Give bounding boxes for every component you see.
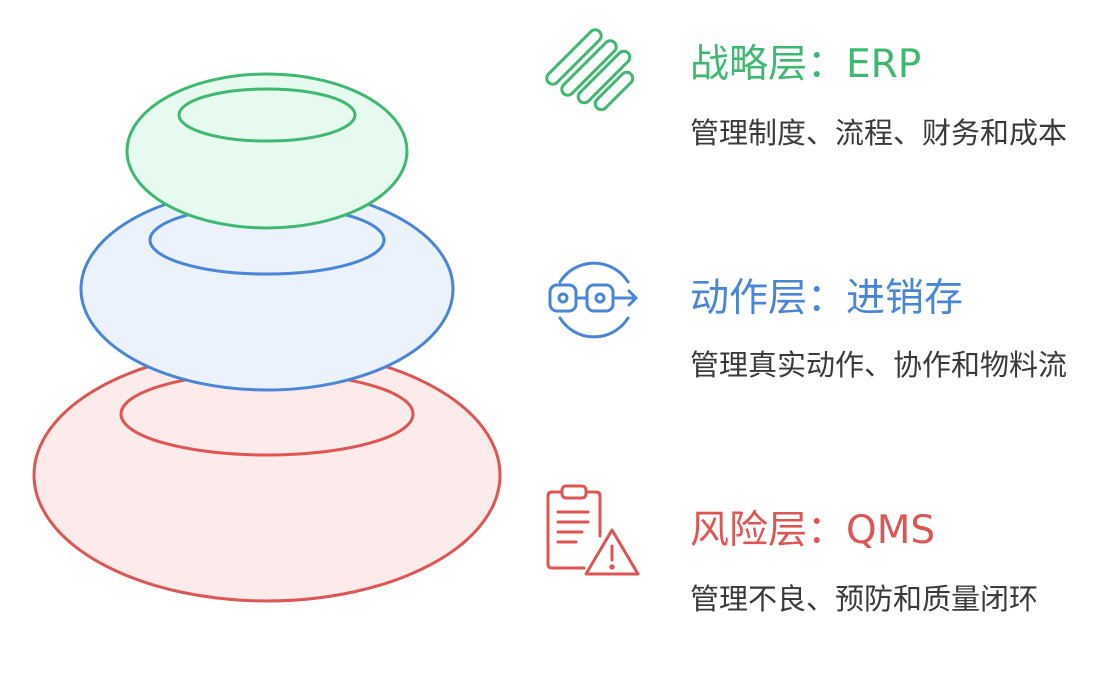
clipboard-warning-icon: [546, 484, 640, 576]
risk-layer-title: 风险层：QMS: [690, 508, 936, 553]
flow-cycle-icon: [548, 261, 638, 339]
striped-bars-icon: [545, 28, 635, 112]
layer-stack-diagram: [32, 72, 502, 603]
strategy-layer-description: 管理制度、流程、财务和成本: [690, 116, 1068, 150]
strategy-ring: [125, 72, 409, 230]
strategy-layer-title: 战略层：ERP: [690, 42, 922, 87]
action-layer-title: 动作层：进销存: [690, 276, 964, 321]
action-layer-description: 管理真实动作、协作和物料流: [690, 348, 1068, 382]
risk-layer-description: 管理不良、预防和质量闭环: [690, 582, 1039, 616]
